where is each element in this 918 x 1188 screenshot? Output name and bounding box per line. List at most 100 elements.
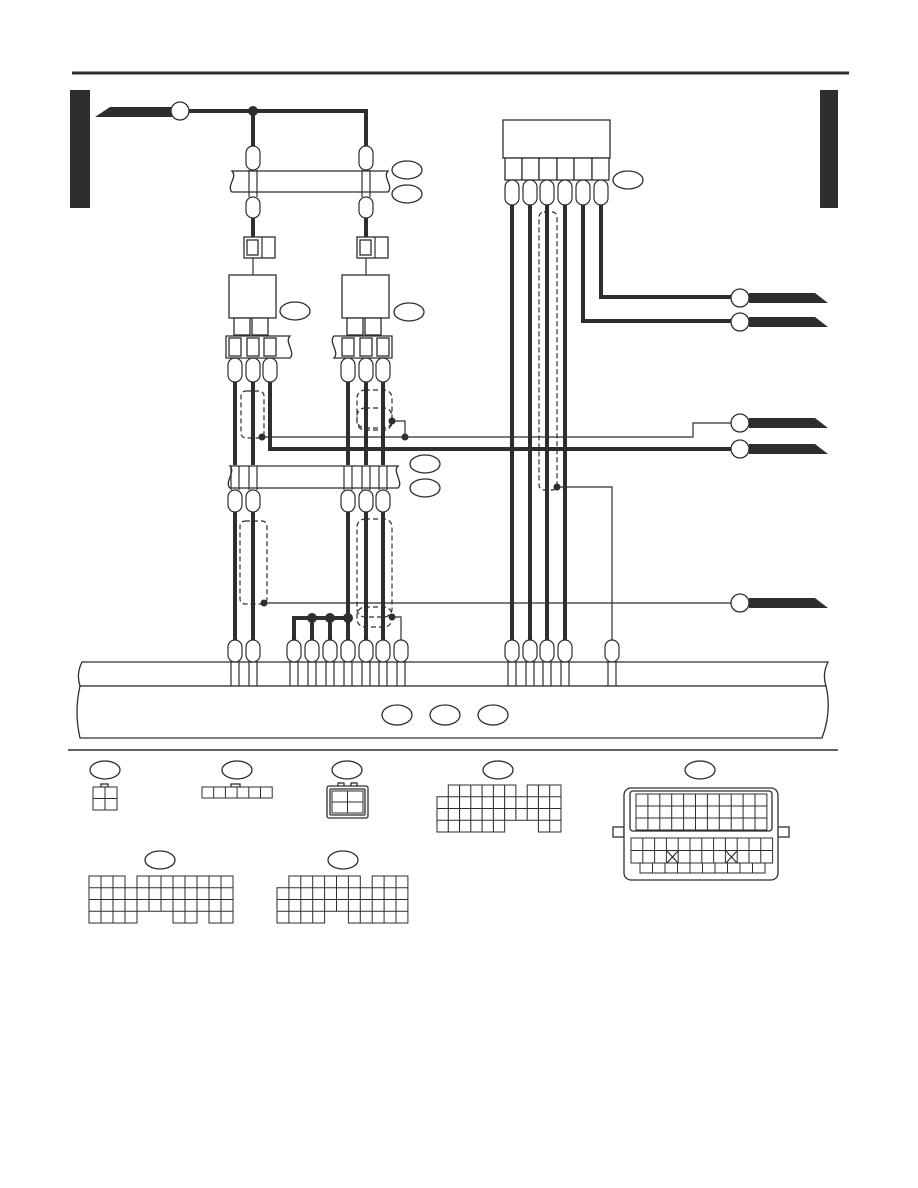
terminal-pin <box>393 639 409 663</box>
module-pin-slot <box>504 157 523 181</box>
module-connector-band <box>77 661 830 687</box>
sensor-body <box>228 274 277 319</box>
terminal-pin <box>522 639 538 663</box>
terminal-pin <box>604 639 620 663</box>
terminal-pin <box>286 639 302 663</box>
pass-through-terminals <box>230 466 388 490</box>
connector-band <box>229 170 391 193</box>
connector-label-circle <box>429 704 461 726</box>
terminal-pin <box>358 357 374 383</box>
sensor-right <box>331 274 425 383</box>
connector-label-circle <box>331 760 363 780</box>
connector-label-circle <box>144 850 176 870</box>
sensor-pin <box>251 317 269 336</box>
right-page-tab <box>820 90 838 208</box>
terminal-pin <box>593 179 609 206</box>
terminal-pin <box>358 489 374 513</box>
shield-outline <box>356 407 393 431</box>
terminal-pin <box>340 639 356 663</box>
connector-face-5 <box>612 760 790 881</box>
connector-cavity-grid <box>639 862 766 874</box>
fuse-symbols <box>243 236 389 259</box>
module-pin-slot <box>573 157 593 181</box>
connector-label-circle <box>381 704 413 726</box>
continuation-arrow <box>749 598 828 608</box>
wire <box>268 382 731 451</box>
right-terminals <box>730 288 828 613</box>
splice-points <box>258 417 561 623</box>
shield-drain-wire <box>392 616 402 640</box>
terminal-pin <box>358 196 374 219</box>
continuation-arrow <box>749 418 828 428</box>
connector-side-latch <box>777 826 790 838</box>
connector-side-latch <box>612 826 625 838</box>
connector-face-3 <box>326 760 369 819</box>
terminal-pin <box>322 639 338 663</box>
connector-label-circle <box>393 302 425 322</box>
pass-through-terminals <box>230 662 617 686</box>
module-top-right <box>502 119 644 206</box>
wire-shields <box>239 211 558 628</box>
terminal-pin <box>358 639 374 663</box>
sensor-pin <box>233 317 251 336</box>
sensor-body <box>341 274 390 319</box>
connector-label-circle <box>279 301 311 321</box>
module-pin-slot <box>591 157 610 181</box>
terminal-circle <box>730 288 750 308</box>
feed-terminal-circle <box>170 101 190 121</box>
connector-cavity-grid <box>201 786 273 799</box>
terminal-pin <box>375 639 391 663</box>
connector-slot <box>228 337 242 357</box>
ground-bus-wire <box>292 616 348 640</box>
module-pin-slot <box>538 157 558 181</box>
terminal-pin <box>557 639 573 663</box>
shield-outline <box>240 390 265 439</box>
terminal-pin <box>245 357 261 383</box>
terminal-pin <box>575 179 591 206</box>
terminal-pin <box>522 179 538 206</box>
fuse-element <box>246 239 259 256</box>
feed-arrow <box>95 107 172 117</box>
terminal-pin <box>375 489 391 513</box>
connector-face-6 <box>88 850 234 924</box>
connector-label-circle <box>684 760 716 780</box>
terminal-pin <box>539 179 555 206</box>
terminal-pin <box>262 357 278 383</box>
feed-wire <box>189 109 368 146</box>
shield-drain-wire <box>262 422 731 438</box>
connector-cavity-grid <box>92 786 118 811</box>
splice-dot <box>325 613 335 623</box>
connector-band <box>227 465 401 489</box>
terminal-pin <box>557 179 573 206</box>
terminal-circle <box>730 439 750 459</box>
terminal-pin <box>304 639 320 663</box>
sensor-pin <box>346 317 364 336</box>
connector-slot <box>341 337 355 357</box>
terminal-pin <box>358 145 374 171</box>
unused-cavity-x-icon <box>725 850 738 864</box>
connector-label-circle <box>482 760 514 780</box>
module-terminal-pins <box>227 639 620 663</box>
connector-label-circle <box>221 760 253 780</box>
terminal-pin <box>227 489 243 513</box>
unused-cavity-x-icon <box>666 850 679 864</box>
shield-drain-wire <box>392 420 406 437</box>
connector-label-circle <box>391 160 423 180</box>
connector-cavity-grid <box>436 784 562 833</box>
module-body <box>502 119 611 159</box>
wire <box>581 205 731 323</box>
connector-band-middle <box>227 454 441 513</box>
terminal-pin <box>340 357 356 383</box>
connector-label-circle <box>89 760 121 780</box>
terminal-pin <box>227 357 243 383</box>
connector-slot <box>246 337 260 357</box>
splice-dot <box>307 613 317 623</box>
fuse-element <box>359 239 372 256</box>
connector-label-circle <box>409 454 441 474</box>
connector-cavity-grid <box>88 875 234 924</box>
terminal-pin <box>539 639 555 663</box>
terminal-circle <box>730 312 750 332</box>
control-module <box>76 661 830 739</box>
terminal-pin <box>504 179 520 206</box>
connector-face-4 <box>436 760 562 833</box>
